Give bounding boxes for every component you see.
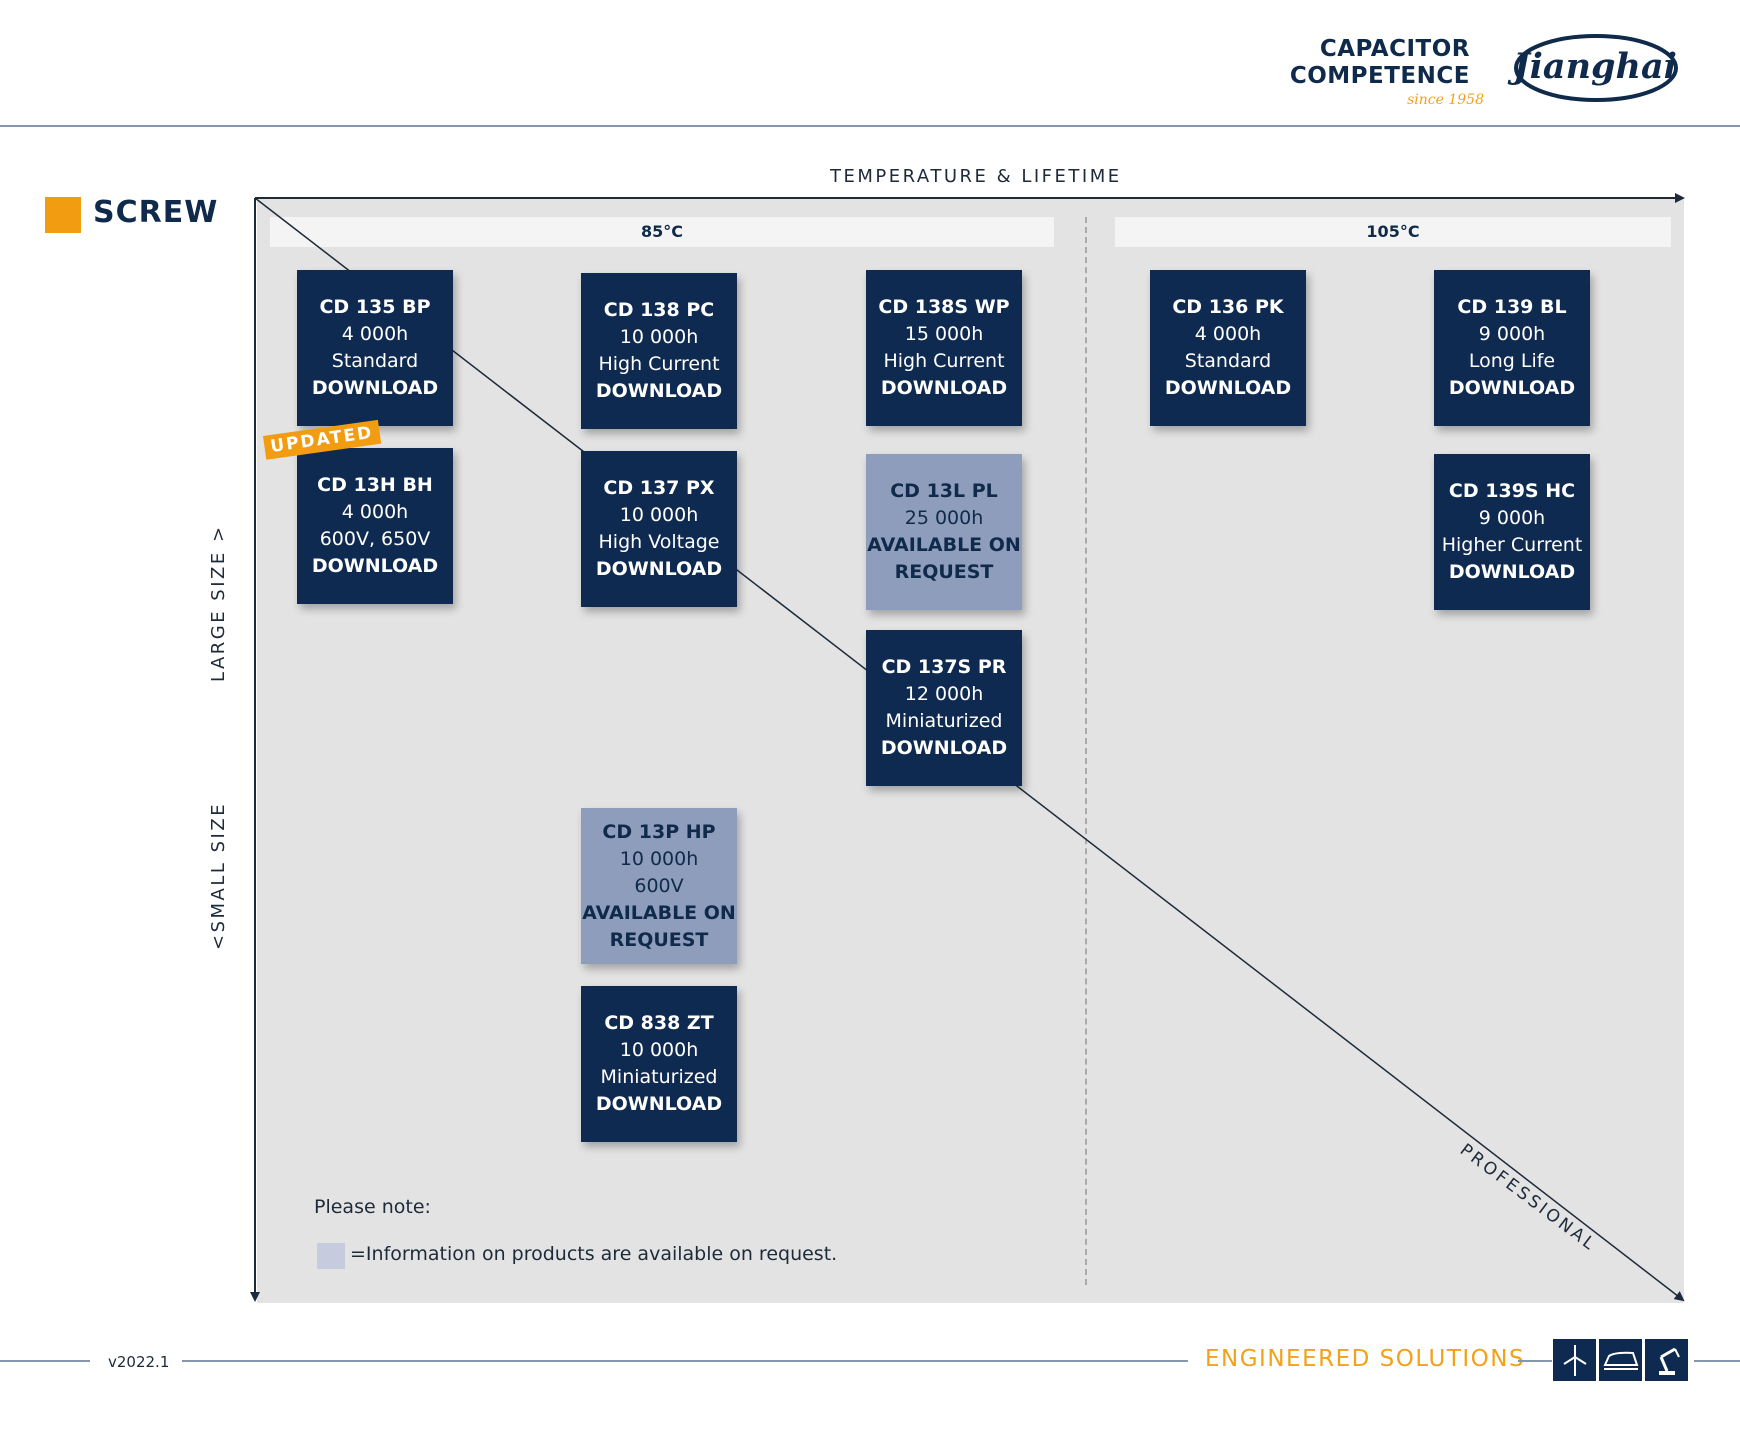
card-name: CD 138S WP (878, 296, 1010, 318)
card-cd-135-bp[interactable]: CD 135 BP 4 000h Standard DOWNLOAD (297, 270, 453, 426)
card-lifetime: 12 000h (904, 683, 984, 705)
card-lifetime: 4 000h (341, 323, 409, 345)
card-lifetime: 4 000h (1194, 323, 1262, 345)
legend-swatch (317, 1243, 345, 1269)
section-marker-icon (45, 197, 81, 233)
card-name: CD 137S PR (881, 656, 1007, 678)
card-cd-137s-pr[interactable]: CD 137S PR 12 000h Miniaturized DOWNLOAD (866, 630, 1022, 786)
card-cd-13l-pl[interactable]: CD 13L PL 25 000h AVAILABLE ON REQUEST (866, 454, 1022, 610)
card-name: CD 139S HC (1448, 480, 1576, 502)
card-lifetime: 9 000h (1478, 323, 1546, 345)
footer-rule-right (1518, 1360, 1552, 1362)
card-feature: Miniaturized (885, 710, 1003, 732)
card-feature: High Current (883, 350, 1005, 372)
note-title: Please note: (314, 1196, 431, 1218)
card-feature: Long Life (1468, 350, 1556, 372)
y-axis-label-small: <SMALL SIZE (208, 801, 229, 950)
card-feature: Standard (1184, 350, 1272, 372)
footer-rule-middle (182, 1360, 1188, 1362)
header-rule (0, 125, 1740, 127)
card-cd-13h-bh[interactable]: CD 13H BH 4 000h 600V, 650V DOWNLOAD (297, 448, 453, 604)
brand-line-2: COMPETENCE (1289, 63, 1470, 89)
card-lifetime: 10 000h (619, 847, 699, 870)
card-lifetime: 10 000h (619, 1039, 699, 1061)
card-name: CD 135 BP (319, 296, 431, 318)
card-name: CD 138 PC (603, 299, 715, 321)
request-label-1[interactable]: AVAILABLE ON (582, 901, 736, 924)
card-lifetime: 15 000h (904, 323, 984, 345)
card-feature: High Current (598, 353, 720, 375)
temperature-divider (1085, 217, 1087, 1285)
card-name: CD 13H BH (317, 474, 433, 496)
download-link[interactable]: DOWNLOAD (311, 555, 439, 577)
card-lifetime: 4 000h (341, 501, 409, 523)
download-link[interactable]: DOWNLOAD (880, 377, 1008, 399)
download-link[interactable]: DOWNLOAD (1164, 377, 1292, 399)
card-feature: Higher Current (1441, 534, 1583, 556)
footer-icons (1553, 1339, 1688, 1381)
download-link[interactable]: DOWNLOAD (311, 377, 439, 399)
card-cd-838-zt[interactable]: CD 838 ZT 10 000h Miniaturized DOWNLOAD (581, 986, 737, 1142)
card-cd-137-px[interactable]: CD 137 PX 10 000h High Voltage DOWNLOAD (581, 451, 737, 607)
download-link[interactable]: DOWNLOAD (595, 380, 723, 402)
card-cd-138s-wp[interactable]: CD 138S WP 15 000h High Current DOWNLOAD (866, 270, 1022, 426)
logo-word: Jianghai (1513, 46, 1677, 87)
card-name: CD 13P HP (602, 820, 716, 843)
card-name: CD 838 ZT (604, 1012, 714, 1034)
footer-rule-left (0, 1360, 90, 1362)
card-name: CD 139 BL (1457, 296, 1567, 318)
request-label-2[interactable]: REQUEST (894, 561, 994, 583)
card-feature: Standard (331, 350, 419, 372)
card-cd-139s-hc[interactable]: CD 139S HC 9 000h Higher Current DOWNLOA… (1434, 454, 1590, 610)
y-axis-label-large: LARGE SIZE > (208, 524, 229, 682)
x-axis-title: TEMPERATURE & LIFETIME (830, 166, 1122, 187)
card-lifetime: 25 000h (904, 507, 984, 529)
download-link[interactable]: DOWNLOAD (880, 737, 1008, 759)
wind-turbine-icon (1553, 1339, 1596, 1381)
card-feature: Miniaturized (600, 1066, 718, 1088)
card-lifetime: 10 000h (619, 504, 699, 526)
card-name: CD 137 PX (603, 477, 715, 499)
download-link[interactable]: DOWNLOAD (595, 1093, 723, 1115)
brand-since: since 1958 (1407, 92, 1484, 108)
card-feature: 600V, 650V (319, 528, 431, 550)
note-text: =Information on products are available o… (350, 1243, 838, 1265)
section-title: SCREW (93, 195, 219, 230)
card-cd-136-pk[interactable]: CD 136 PK 4 000h Standard DOWNLOAD (1150, 270, 1306, 426)
card-cd-13p-hp[interactable]: CD 13P HP 10 000h 600V AVAILABLE ON REQU… (581, 808, 737, 964)
request-label-2[interactable]: REQUEST (609, 928, 709, 951)
logo-oval-icon (1514, 34, 1678, 102)
footer-tagline: ENGINEERED SOLUTIONS (1205, 1346, 1526, 1372)
train-icon (1599, 1339, 1642, 1381)
card-feature: 600V (634, 874, 684, 897)
footer-rule-end (1694, 1360, 1740, 1362)
card-lifetime: 10 000h (619, 326, 699, 348)
version-label: v2022.1 (108, 1353, 170, 1371)
download-link[interactable]: DOWNLOAD (1448, 561, 1576, 583)
jianghai-logo[interactable]: Jianghai (1512, 32, 1680, 104)
download-link[interactable]: DOWNLOAD (1448, 377, 1576, 399)
card-feature: High Voltage (598, 531, 720, 553)
brand-block: CAPACITOR COMPETENCE since 1958 Jianghai (1290, 34, 1700, 116)
card-name: CD 13L PL (890, 480, 998, 502)
band-105c: 105°C (1115, 217, 1671, 247)
brand-line-1: CAPACITOR (1319, 36, 1470, 62)
robot-arm-icon (1645, 1339, 1688, 1381)
card-cd-138-pc[interactable]: CD 138 PC 10 000h High Current DOWNLOAD (581, 273, 737, 429)
card-lifetime: 9 000h (1478, 507, 1546, 529)
card-cd-139-bl[interactable]: CD 139 BL 9 000h Long Life DOWNLOAD (1434, 270, 1590, 426)
request-label-1[interactable]: AVAILABLE ON (867, 534, 1021, 556)
brand-text: CAPACITOR COMPETENCE since 1958 (1289, 36, 1484, 108)
download-link[interactable]: DOWNLOAD (595, 558, 723, 580)
card-name: CD 136 PK (1172, 296, 1284, 318)
band-85c: 85°C (270, 217, 1054, 247)
